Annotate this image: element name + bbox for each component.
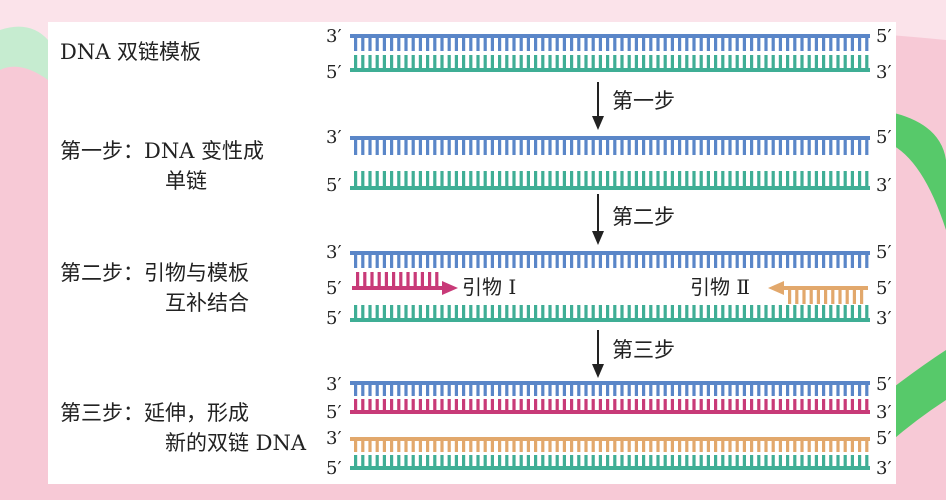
end-label: 5′ [876, 127, 892, 148]
step-arrow-label: 第一步 [612, 89, 675, 113]
end-label: 3′ [876, 402, 892, 423]
strands-layer [350, 34, 870, 470]
end-label: 5′ [326, 402, 342, 423]
step3-pair1-top [350, 381, 870, 396]
step3-pair1-bottom [350, 399, 870, 414]
end-label: 3′ [326, 127, 342, 148]
end-label: 5′ [326, 458, 342, 479]
step-arrow-label: 第二步 [612, 205, 675, 229]
end-label: 5′ [326, 308, 342, 329]
label-step3: 第三步：延伸，形成 新的双链 DNA [60, 398, 306, 458]
end-label: 3′ [326, 242, 342, 263]
step2-top-strand [350, 251, 870, 268]
label-step1-line1: 第一步：DNA 变性成 [60, 139, 265, 163]
end-label: 5′ [326, 62, 342, 83]
primer-2-label: 引物 Ⅱ [690, 275, 750, 299]
step2-bottom-strand [350, 305, 870, 322]
end-label: 3′ [326, 26, 342, 47]
label-template: DNA 双链模板 [60, 37, 201, 67]
label-step3-line1: 第三步：延伸，形成 [60, 401, 249, 425]
step-arrow-label: 第三步 [612, 338, 675, 362]
label-step2: 第二步：引物与模板 互补结合 [60, 258, 249, 318]
end-label: 3′ [876, 458, 892, 479]
step3-pair2-top [350, 437, 870, 452]
end-label: 3′ [326, 428, 342, 449]
step3-pair2-bottom [350, 455, 870, 470]
step-arrow-2: 第二步 [592, 194, 675, 245]
end-label: 5′ [876, 374, 892, 395]
end-label: 3′ [876, 62, 892, 83]
primer-1-arrow: 引物 Ⅰ [352, 275, 516, 299]
end-label: 5′ [876, 242, 892, 263]
end-label: 5′ [876, 428, 892, 449]
label-step1-line2: 单链 [165, 169, 207, 193]
end-label: 5′ [326, 175, 342, 196]
end-label: 3′ [326, 374, 342, 395]
label-template-text: DNA 双链模板 [60, 40, 202, 64]
end-label: 3′ [876, 308, 892, 329]
step-arrow-3: 第三步 [592, 330, 675, 378]
label-step2-line2: 互补结合 [165, 291, 249, 315]
label-step3-line2: 新的双链 DNA [165, 431, 307, 455]
step-arrow-1: 第一步 [592, 82, 675, 130]
primer-1-label: 引物 Ⅰ [462, 275, 516, 299]
step1-bottom-strand [350, 171, 870, 190]
end-label: 5′ [876, 26, 892, 47]
end-label: 5′ [876, 278, 892, 299]
label-step1: 第一步：DNA 变性成 单链 [60, 136, 264, 196]
label-step2-line1: 第二步：引物与模板 [60, 261, 249, 285]
end-label: 5′ [326, 278, 342, 299]
primer-2-arrow: 引物 Ⅱ [690, 275, 868, 299]
end-label: 3′ [876, 175, 892, 196]
template-bottom-strand [350, 55, 870, 72]
step1-top-strand [350, 136, 870, 155]
template-top-strand [350, 34, 870, 51]
